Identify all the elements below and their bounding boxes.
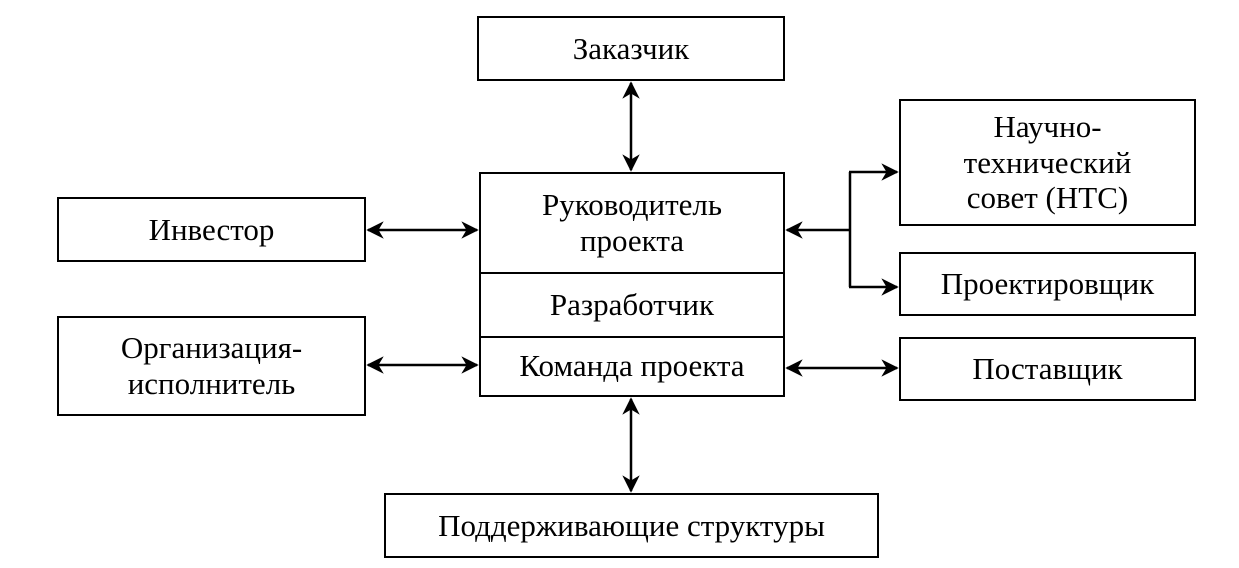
designer-box: Проектировщик — [899, 252, 1196, 316]
customer-label: Заказчик — [572, 30, 690, 66]
project-manager-label: Руководитель проекта — [541, 187, 723, 258]
contractor-label: Организация- исполнитель — [120, 330, 303, 401]
investor-label: Инвестор — [148, 211, 275, 247]
scientific-council-box: Научно- технический совет (НТС) — [899, 99, 1196, 226]
developer-cell: Разработчик — [481, 272, 783, 336]
support-structures-box: Поддерживающие структуры — [384, 493, 879, 558]
project-team-cell: Команда проекта — [481, 336, 783, 394]
support-structures-label: Поддерживающие структуры — [438, 507, 825, 543]
customer-box: Заказчик — [477, 16, 785, 81]
investor-box: Инвестор — [57, 197, 366, 262]
project-team-label: Команда проекта — [519, 348, 745, 384]
project-core-block: Руководитель проекта Разработчик Команда… — [479, 172, 785, 397]
developer-label: Разработчик — [549, 287, 715, 323]
supplier-label: Поставщик — [972, 351, 1123, 387]
contractor-box: Организация- исполнитель — [57, 316, 366, 416]
project-manager-cell: Руководитель проекта — [481, 174, 783, 272]
scientific-council-label: Научно- технический совет (НТС) — [963, 109, 1132, 216]
designer-label: Проектировщик — [940, 266, 1155, 302]
supplier-box: Поставщик — [899, 337, 1196, 401]
